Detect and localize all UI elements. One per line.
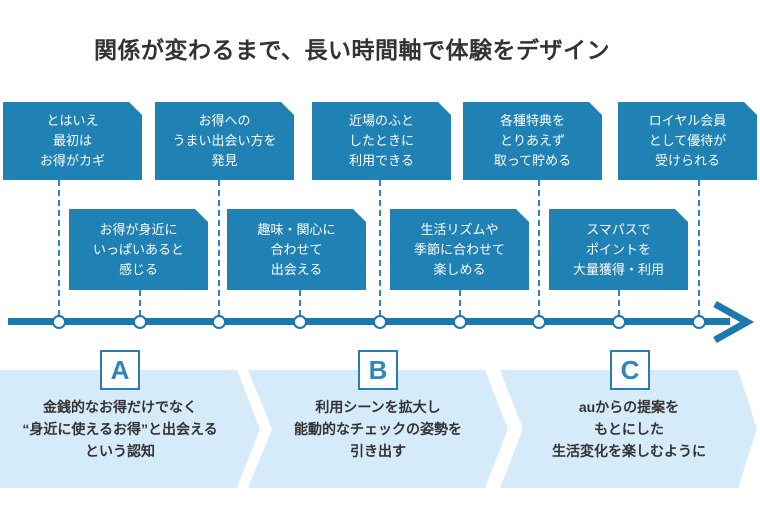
connector-line — [698, 180, 700, 316]
callout-discover-ways-to-deals: お得への うまい出会い方を 発見 — [155, 102, 294, 180]
callout-initial-deal-is-key: とはいえ 最初は お得がカギ — [3, 102, 142, 180]
connector-line — [218, 180, 220, 316]
band-line: 金銭的なお得だけでなく — [42, 399, 197, 415]
connector-line — [618, 290, 620, 316]
callout-use-nearby-anytime: 近場のふと したときに 利用できる — [312, 102, 451, 180]
callout-line: 季節に合わせて — [413, 241, 505, 257]
timeline-dot — [133, 315, 147, 329]
callout-line: 出会える — [270, 261, 323, 277]
connector-line — [139, 290, 141, 316]
callout-line: 発見 — [211, 153, 238, 168]
band-line: 能動的なチェックの姿勢を — [294, 421, 462, 437]
phase-band-b-text: 利用シーンを拡大し 能動的なチェックの姿勢を 引き出す — [294, 396, 462, 462]
callout-line: 大量獲得・利用 — [572, 261, 664, 277]
callout-line: 趣味・関心に — [257, 221, 336, 237]
callout-line: 受けられる — [654, 153, 720, 168]
timeline-dot — [373, 315, 387, 329]
band-line: “身近に使えるお得”と出会える — [22, 421, 218, 437]
callout-line: とはいえ — [46, 113, 99, 128]
phase-label-a: A — [100, 350, 140, 390]
phase-band-c-text: auからの提案を もとにした 生活変化を楽しむように — [552, 396, 706, 462]
timeline-axis — [8, 318, 730, 325]
callout-line: とりあえず — [499, 133, 565, 148]
connector-line — [459, 290, 461, 316]
phase-band-a-text: 金銭的なお得だけでなく “身近に使えるお得”と出会える という認知 — [22, 396, 217, 462]
callout-line: お得がカギ — [39, 153, 105, 168]
timeline-dot — [52, 315, 66, 329]
timeline-dot — [532, 315, 546, 329]
callout-line: として優待が — [648, 133, 727, 148]
callout-line: 合わせて — [270, 241, 323, 257]
callout-loyal-member-perks: ロイヤル会員 として優待が 受けられる — [618, 102, 757, 180]
band-line: もとにした — [594, 421, 664, 437]
phase-letter: A — [110, 354, 130, 385]
callout-line: 近場のふと — [348, 113, 414, 128]
phase-letter: C — [620, 354, 640, 385]
connector-line — [538, 180, 540, 316]
band-line: 利用シーンを拡大し — [315, 399, 441, 415]
band-line: 引き出す — [350, 443, 406, 459]
band-line: 生活変化を楽しむように — [552, 443, 706, 459]
timeline-dot — [212, 315, 226, 329]
phase-letter: B — [368, 354, 388, 385]
callout-line: お得が身近に — [99, 221, 178, 237]
callout-line: スマパスで — [586, 221, 651, 237]
phase-label-c: C — [610, 350, 650, 390]
band-line: という認知 — [84, 443, 155, 459]
phase-band-b: 利用シーンを拡大し 能動的なチェックの姿勢を 引き出す — [248, 370, 508, 488]
phase-label-b: B — [358, 350, 398, 390]
band-line: auからの提案を — [578, 399, 680, 415]
callout-collect-benefits: 各種特典を とりあえず 取って貯める — [463, 102, 602, 180]
callout-line: うまい出会い方を — [172, 133, 277, 148]
diagram-title: 関係が変わるまで、長い時間軸で体験をデザイン — [93, 37, 611, 63]
callout-line: 楽しめる — [433, 261, 486, 277]
callout-line: したときに — [348, 133, 414, 148]
callout-line: いっぱいあると — [92, 241, 184, 257]
callout-line: 最初は — [52, 133, 92, 148]
connector-line — [58, 180, 60, 316]
timeline-dot — [692, 315, 706, 329]
callout-line: 感じる — [118, 261, 158, 277]
callout-enjoy-by-season: 生活リズムや 季節に合わせて 楽しめる — [390, 209, 529, 290]
callout-line: ロイヤル会員 — [648, 113, 727, 128]
timeline-dot — [453, 315, 467, 329]
connector-line — [299, 290, 301, 316]
callout-line: 各種特典を — [499, 113, 565, 128]
callout-line: 取って貯める — [493, 153, 572, 168]
callout-meet-by-interest: 趣味・関心に 合わせて 出会える — [227, 209, 366, 290]
callout-smapass-points: スマパスで ポイントを 大量獲得・利用 — [549, 209, 688, 290]
timeline-dot — [293, 315, 307, 329]
connector-line — [379, 180, 381, 316]
callout-feel-deals-nearby: お得が身近に いっぱいあると 感じる — [69, 209, 208, 290]
callout-line: 利用できる — [349, 153, 414, 168]
timeline-dot — [612, 315, 626, 329]
callout-line: 生活リズムや — [420, 221, 499, 237]
callout-line: ポイントを — [585, 241, 651, 257]
callout-line: お得への — [198, 113, 251, 128]
phase-band-a: 金銭的なお得だけでなく “身近に使えるお得”と出会える という認知 — [0, 370, 260, 488]
timeline-arrowhead-icon — [713, 300, 755, 344]
